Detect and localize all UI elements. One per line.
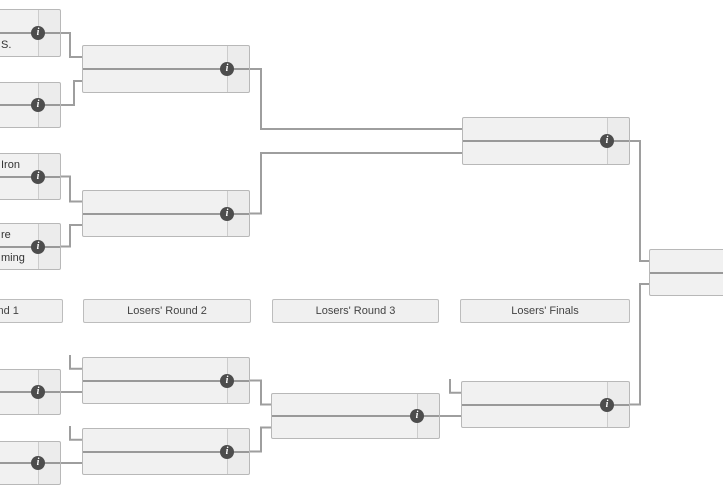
team-slot-top xyxy=(650,250,723,273)
team-name: re xyxy=(1,229,11,242)
team-slot-top: Iron xyxy=(0,154,60,177)
info-icon[interactable]: i xyxy=(220,206,234,221)
info-icon[interactable]: i xyxy=(31,239,45,254)
info-icon[interactable]: i xyxy=(220,373,234,388)
connector-lb-r2-1-to-lb-r3 xyxy=(250,379,271,406)
connector-wb-final-to-grand-final xyxy=(630,140,649,262)
connector-wb-r2-2-to-wb-final xyxy=(250,152,462,215)
connector-drop-in-stub-lb-r2-2 xyxy=(69,426,82,441)
connector-wb-r1-2-to-wb-r2-1 xyxy=(61,80,82,106)
match-divider-line xyxy=(0,175,60,178)
team-slot-bottom: ming xyxy=(0,247,60,270)
info-icon-glyph: i xyxy=(415,410,419,421)
match-grand-final: i xyxy=(649,249,723,296)
team-name: S. xyxy=(1,38,12,51)
round-label-text: Losers' Round 2 xyxy=(127,305,207,317)
info-icon[interactable]: i xyxy=(31,385,45,399)
info-icon-glyph: i xyxy=(36,27,40,38)
match-divider-line xyxy=(0,245,60,248)
info-icon-glyph: i xyxy=(225,445,229,457)
connector-wb-r1-3-to-wb-r2-2 xyxy=(61,175,82,203)
match-divider-line xyxy=(0,462,60,464)
match-divider-line xyxy=(83,379,249,382)
connector-drop-in-stub-lb-r2-1 xyxy=(69,355,82,370)
match-lb-r2-1: i xyxy=(82,357,250,404)
round-label-text: Losers' Round 3 xyxy=(315,305,396,317)
match-divider-line xyxy=(0,391,60,393)
info-icon[interactable]: i xyxy=(600,134,614,148)
info-icon-glyph: i xyxy=(36,99,40,110)
connector-lb-r2-2-to-lb-r3 xyxy=(250,426,271,453)
connector-wb-r1-4-to-wb-r2-2 xyxy=(61,224,82,248)
round-label-losers-finals: Losers' Finals xyxy=(460,299,630,323)
info-icon-glyph: i xyxy=(605,398,609,410)
match-lb-r1-1: i xyxy=(0,369,61,415)
match-wb-r1-4: re ming i xyxy=(0,223,61,270)
team-name: ming xyxy=(1,251,25,264)
match-wb-r1-1: S. i xyxy=(0,9,61,57)
match-divider-line xyxy=(463,140,629,142)
info-icon-glyph: i xyxy=(36,240,40,252)
round-label-text: Losers' Round 1 xyxy=(0,305,19,317)
info-icon[interactable]: i xyxy=(410,409,424,423)
match-divider-line xyxy=(650,271,723,274)
info-icon[interactable]: i xyxy=(600,397,614,412)
match-divider-line xyxy=(83,68,249,70)
match-divider-line xyxy=(462,403,629,406)
match-divider-line xyxy=(272,415,439,417)
connector-wb-r1-1-to-wb-r2-1 xyxy=(61,32,82,58)
round-label-losers-round-2: Losers' Round 2 xyxy=(83,299,251,323)
match-wb-r1-2: i xyxy=(0,82,61,128)
match-lb-r2-2: i xyxy=(82,428,250,475)
round-label-losers-round-3: Losers' Round 3 xyxy=(272,299,439,323)
info-icon-glyph: i xyxy=(36,386,40,397)
connector-wb-r2-1-to-wb-final xyxy=(250,68,462,130)
team-slot-bottom: S. xyxy=(0,33,60,56)
info-icon[interactable]: i xyxy=(31,456,45,470)
match-divider-line xyxy=(0,32,60,34)
info-icon-glyph: i xyxy=(225,63,229,74)
connector-lb-final-to-grand-final xyxy=(630,283,649,406)
round-label-losers-round-1: Losers' Round 1 xyxy=(0,299,63,323)
info-icon-glyph: i xyxy=(605,135,609,146)
connector-drop-in-stub-lb-final xyxy=(449,379,461,394)
match-lb-final: i xyxy=(461,381,630,428)
info-icon[interactable]: i xyxy=(220,62,234,76)
match-lb-r3: i xyxy=(271,393,440,439)
match-lb-r1-2: i xyxy=(0,441,61,485)
info-icon[interactable]: i xyxy=(31,169,45,184)
info-icon-glyph: i xyxy=(225,207,229,219)
info-icon[interactable]: i xyxy=(220,444,234,459)
info-icon-glyph: i xyxy=(36,457,40,468)
match-divider-line xyxy=(83,212,249,215)
info-icon-glyph: i xyxy=(36,170,40,182)
match-divider-line xyxy=(83,450,249,453)
match-divider-line xyxy=(0,104,60,106)
match-wb-r2-2: i xyxy=(82,190,250,237)
team-slot-top: re xyxy=(0,224,60,247)
info-icon[interactable]: i xyxy=(31,26,45,40)
match-wb-final: i xyxy=(462,117,630,165)
team-name: Iron xyxy=(1,159,20,172)
match-wb-r1-3: Iron i xyxy=(0,153,61,200)
info-icon[interactable]: i xyxy=(31,98,45,112)
info-icon-glyph: i xyxy=(225,374,229,386)
team-slot-bottom xyxy=(650,273,723,296)
round-label-text: Losers' Finals xyxy=(511,305,579,317)
match-wb-r2-1: i xyxy=(82,45,250,93)
